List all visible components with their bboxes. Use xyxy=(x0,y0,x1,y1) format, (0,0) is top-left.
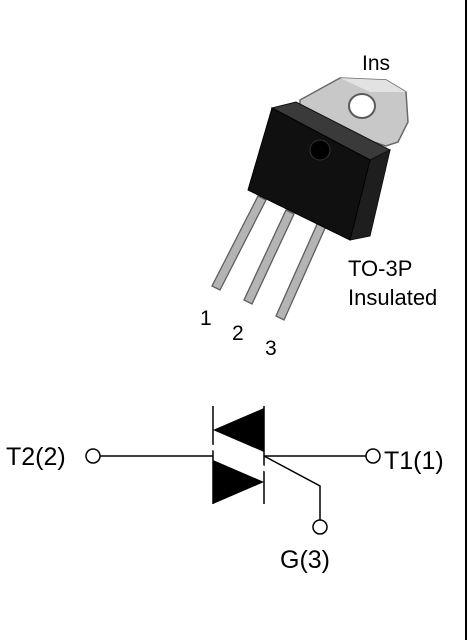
gate-label: G(3) xyxy=(280,546,330,574)
package-tab xyxy=(299,77,409,147)
t1-terminal-circle xyxy=(365,448,381,464)
pin-number-3: 3 xyxy=(265,337,277,360)
t1-label: T1(1) xyxy=(384,447,444,475)
diagonal-gap xyxy=(208,443,269,473)
lead-pin-1 xyxy=(211,195,267,291)
package-name: TO-3P xyxy=(348,256,412,281)
tab-label: Ins xyxy=(362,52,390,75)
mounting-hole xyxy=(348,93,376,119)
package-body xyxy=(247,101,392,241)
body-dimple xyxy=(309,139,331,161)
to3p-package-illustration xyxy=(211,77,409,321)
upper-triangle xyxy=(213,408,264,452)
package-insulated-label: Insulated xyxy=(348,285,437,310)
gate-wire xyxy=(263,455,321,520)
triac-schematic-symbol xyxy=(85,406,381,535)
gate-terminal-circle xyxy=(312,519,328,535)
lower-triangle xyxy=(213,460,264,504)
lead-pin-2 xyxy=(243,209,295,305)
t2-label: T2(2) xyxy=(6,443,66,471)
t2-terminal-circle xyxy=(85,448,101,464)
pin-number-1: 1 xyxy=(200,307,212,330)
pin-number-2: 2 xyxy=(232,322,244,345)
